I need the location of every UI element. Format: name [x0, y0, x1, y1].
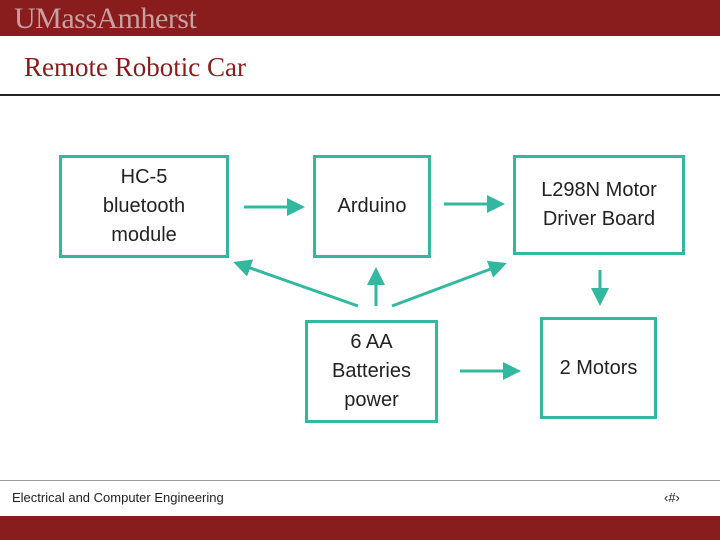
slide-title: Remote Robotic Car [24, 52, 246, 82]
node-motors: 2 Motors [540, 317, 657, 419]
node-arduino: Arduino [313, 155, 431, 258]
page-number: ‹#› [664, 490, 680, 505]
node-motors-label: 2 Motors [559, 356, 638, 379]
node-bluetooth-module: HC-5 bluetooth module [59, 155, 229, 258]
node-batteries-label: 6 AA Batteries power [332, 331, 411, 411]
node-batteries: 6 AA Batteries power [305, 320, 438, 423]
footer-divider [0, 480, 720, 481]
node-arduino-label: Arduino [337, 195, 407, 217]
node-bluetooth-label: HC-5 bluetooth module [102, 166, 186, 246]
header-bar: UMassAmherst [0, 0, 720, 36]
arrow-batteries-to-bluetooth [233, 259, 359, 308]
title-divider [0, 94, 720, 96]
arrow-batteries-to-driver [391, 260, 507, 308]
university-logo: UMassAmherst [14, 2, 197, 35]
footer-department: Electrical and Computer Engineering [12, 490, 224, 505]
footer-bar [0, 516, 720, 540]
node-driver-label: L298N Motor Driver Board [541, 179, 657, 230]
node-motor-driver: L298N Motor Driver Board [513, 155, 685, 255]
